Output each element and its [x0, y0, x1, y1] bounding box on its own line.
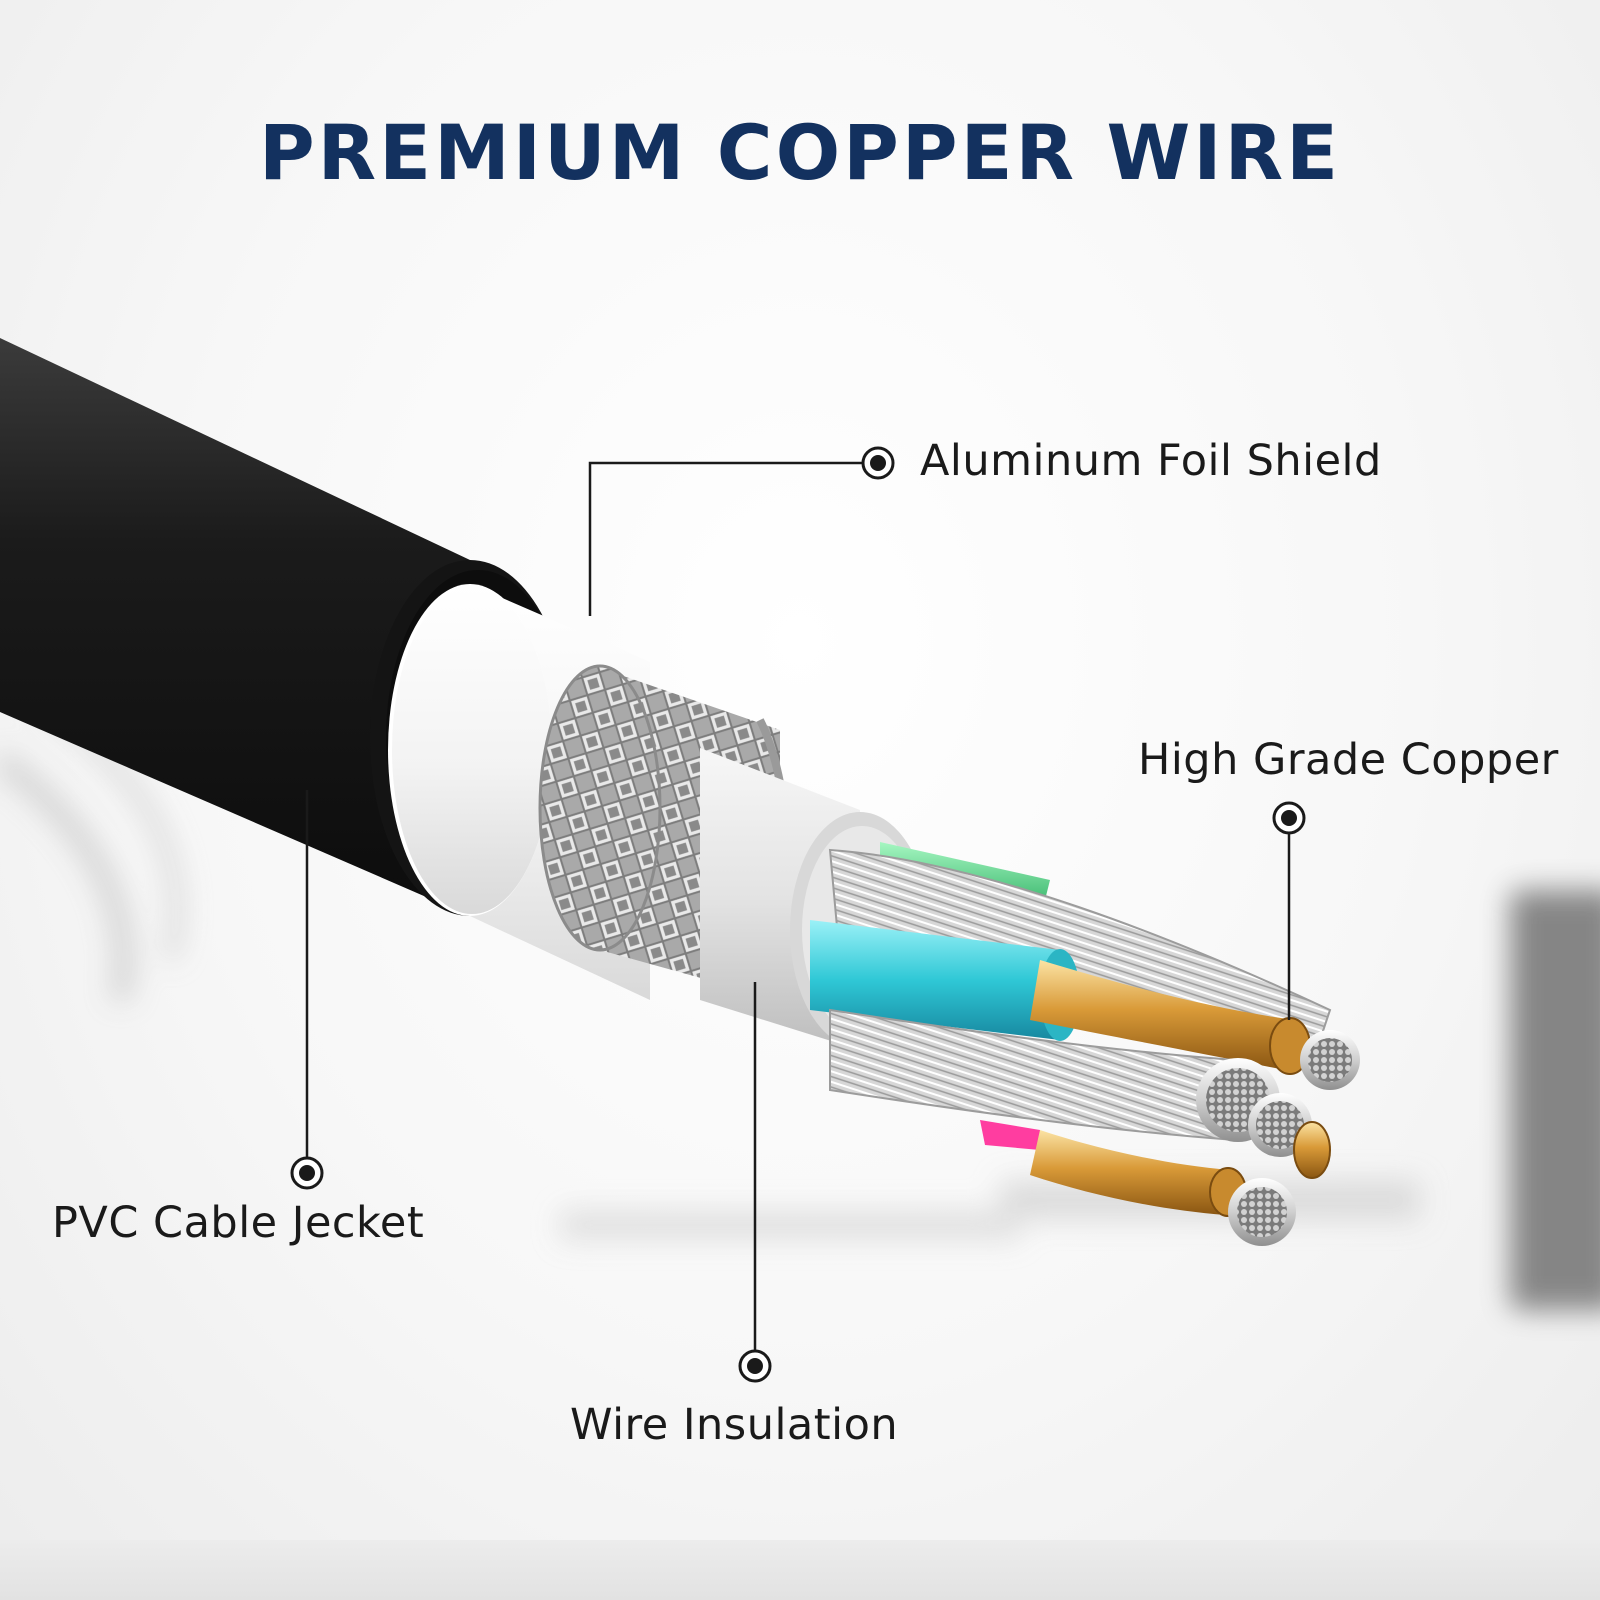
bottom-band	[0, 1540, 1600, 1600]
label-high-grade-copper: High Grade Copper	[1138, 735, 1559, 785]
label-pvc-cable-jacket: PVC Cable Jecket	[52, 1198, 425, 1248]
leader-line-foil	[588, 461, 862, 616]
page-title: PREMIUM COPPER WIRE	[258, 108, 1342, 197]
marker-insulation-icon	[738, 1349, 772, 1383]
callout-lines	[305, 461, 1291, 1350]
label-aluminum-foil-shield: Aluminum Foil Shield	[920, 436, 1382, 486]
background-blur	[0, 694, 1600, 1310]
marker-jacket-icon	[290, 1156, 324, 1190]
marker-copper-icon	[1272, 801, 1306, 835]
label-wire-insulation: Wire Insulation	[570, 1400, 899, 1450]
callout-markers	[290, 446, 1306, 1383]
marker-foil-icon	[861, 446, 895, 480]
conductors	[810, 842, 1360, 1246]
